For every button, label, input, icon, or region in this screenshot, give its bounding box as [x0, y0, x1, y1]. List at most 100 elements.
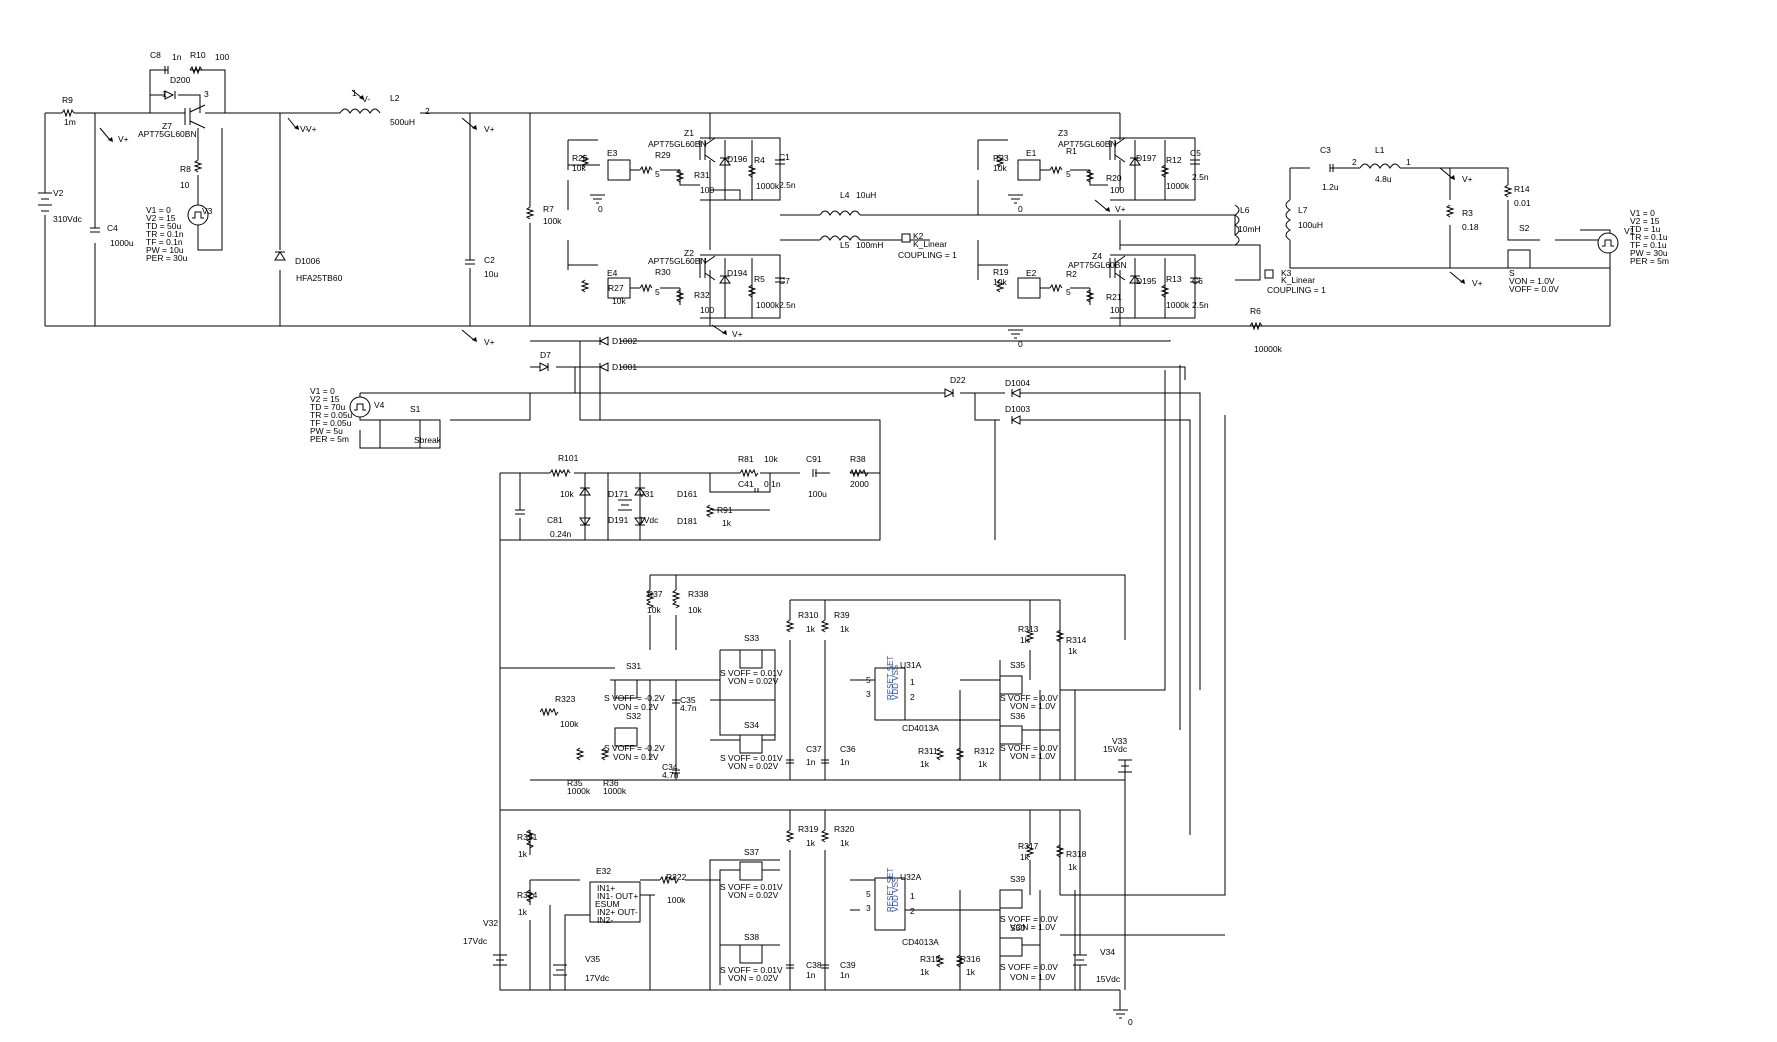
label-l-1000k35: 1000k — [567, 786, 591, 796]
resistor-R2 — [1049, 283, 1063, 293]
label-l-d1003: D1003 — [1005, 404, 1030, 414]
label-l-l5: L5 — [840, 240, 850, 250]
label-l-e32: E32 — [596, 866, 611, 876]
resistor-R323 — [539, 707, 559, 717]
label-l-1k312: 1k — [978, 759, 988, 769]
resistor-R1 — [1049, 165, 1063, 175]
label-l-100r32: 100 — [700, 305, 714, 315]
label-l-s30b: VON = 1.0V — [1010, 972, 1056, 982]
label-l-ic2: VDD VSS — [891, 665, 900, 700]
resistor-R81 — [739, 468, 759, 478]
label-l-vp8: V+ — [1115, 204, 1126, 214]
capacitor-C38 — [786, 964, 794, 969]
igbt-Z7 — [184, 104, 206, 129]
label-l-e4: E4 — [607, 268, 618, 278]
label-l-2000: 2000 — [850, 479, 869, 489]
resistor-R26 — [580, 154, 590, 168]
label-l-r311: R311 — [918, 746, 938, 756]
label-l-s32a: S VOFF = -0.2V — [604, 743, 665, 753]
label-l-u32p1: 1 — [910, 891, 915, 901]
label-l-e2: IN1- OUT+ — [597, 891, 638, 901]
resistor-R91 — [705, 504, 715, 518]
resistor-R20 — [1085, 169, 1095, 183]
resistor-R322 — [659, 875, 679, 885]
label-l-4p8u: 4.8u — [1375, 174, 1392, 184]
label-l-2b: 2 — [425, 106, 430, 116]
resistor-R37 — [645, 589, 655, 609]
label-l-r317: R317 — [1018, 841, 1039, 851]
inductor-L2 — [339, 108, 381, 114]
label-l-c35: C35 — [680, 695, 696, 705]
switch-S31 — [614, 679, 638, 699]
inductor-L6 — [1234, 204, 1240, 246]
resistor-R320 — [820, 829, 830, 843]
label-l-1n37: 1n — [806, 757, 816, 767]
label-l-r3: R3 — [1462, 208, 1473, 218]
label-l-s34: S34 — [744, 720, 759, 730]
label-l-s37b: VON = 0.02V — [728, 890, 779, 900]
label-l-1p2u: 1.2u — [1322, 182, 1339, 192]
pulse-source-V4 — [349, 396, 371, 418]
capacitor-C8 — [164, 66, 169, 74]
igbt-Z1 — [699, 137, 716, 163]
label-l-1n39: 1n — [840, 970, 850, 980]
label-l-ic3: RESET SET — [886, 868, 895, 912]
flipflop-U31A — [874, 667, 906, 721]
label-l-1n36: 1n — [840, 757, 850, 767]
label-l-1k310: 1k — [806, 624, 816, 634]
label-l-u31a: U31A — [900, 660, 922, 670]
resistor-R338 — [671, 589, 681, 609]
resistor-R316 — [955, 954, 965, 968]
label-l-vp1: V+ — [118, 134, 129, 144]
label-l-s31b: VON = 0.2V — [613, 702, 659, 712]
label-l-c2: C2 — [484, 255, 495, 265]
resistor-R12 — [1160, 164, 1170, 178]
label-l-c8: C8 — [150, 50, 161, 60]
label-l-1k316: 1k — [966, 967, 976, 977]
label-l-r12: R12 — [1166, 155, 1182, 165]
label-l-v4d: TR = 0.05u — [310, 410, 353, 420]
label-l-d22: D22 — [950, 375, 966, 385]
label-l-v3f: PW = 10u — [146, 245, 184, 255]
label-l-1k317: 1k — [1020, 852, 1030, 862]
battery-V35 — [553, 964, 567, 976]
label-l-vp3: V+ — [484, 124, 495, 134]
label-l-5a: 5 — [655, 169, 660, 179]
label-l-d197: D197 — [1136, 153, 1157, 163]
label-l-s37: S37 — [744, 847, 759, 857]
label-l-0p01: 0.01 — [1514, 198, 1531, 208]
label-l-c34: C34 — [662, 762, 678, 772]
inductor-L1 — [1359, 163, 1401, 169]
label-l-4p7n35: 4.7n — [680, 703, 697, 713]
label-l-d1004: D1004 — [1005, 378, 1030, 388]
label-l-u32p5: 5 — [866, 889, 871, 899]
diode-D171 — [579, 487, 591, 496]
label-l-1n: 1n — [172, 52, 182, 62]
label-l-s35: S35 — [1010, 660, 1025, 670]
label-l-10k81: 10k — [764, 454, 778, 464]
label-l-r312: R312 — [974, 746, 995, 756]
label-l-s33b: VON = 0.02V — [728, 676, 779, 686]
resistor-R10 — [189, 65, 203, 75]
label-l-r315: R315 — [920, 954, 941, 964]
resistor-R19 — [995, 279, 1005, 293]
resistor-R8 — [193, 159, 203, 173]
resistor-R38 — [849, 468, 869, 478]
label-l-1vdc: 1Vdc — [639, 515, 659, 525]
label-l-10k101: 10k — [560, 489, 574, 499]
label-l-d194: D194 — [727, 268, 748, 278]
capacitor-C34 — [672, 769, 680, 774]
label-l-r20: R20 — [1106, 173, 1122, 183]
capacitor-C3 — [1329, 164, 1334, 172]
label-l-v1a: V1 = 0 — [1630, 208, 1655, 218]
summer-E32 — [589, 881, 641, 923]
diode-D195 — [1129, 275, 1141, 284]
label-l-r322: R322 — [666, 872, 687, 882]
ground-4 — [1113, 1009, 1128, 1019]
label-l-1000k12: 1000k — [1166, 181, 1190, 191]
flipflop-U32A — [874, 877, 906, 931]
label-l-s33: S33 — [744, 633, 759, 643]
label-l-vm2: V- — [362, 94, 370, 104]
label-l-1000k4: 1000k — [756, 181, 780, 191]
